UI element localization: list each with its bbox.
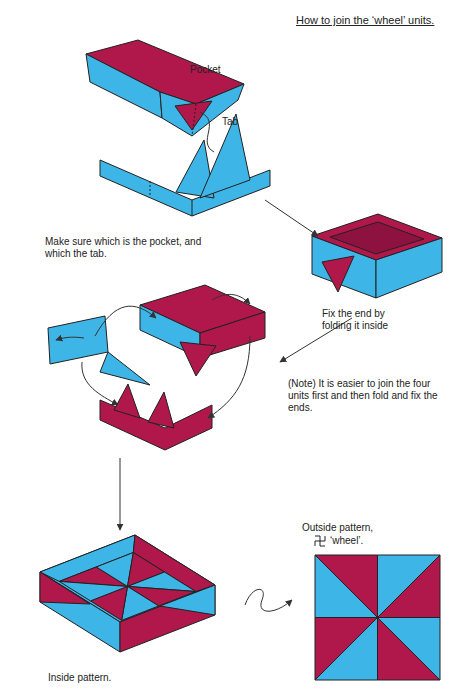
pattern-caption: Inside pattern. bbox=[48, 672, 168, 684]
box-wall-band bbox=[160, 585, 215, 615]
join-line bbox=[212, 294, 250, 304]
unit-point bbox=[148, 392, 174, 428]
box-wall bbox=[120, 585, 215, 652]
part-label: Pocket bbox=[190, 64, 250, 76]
instruction-note: (Note) It is easier to join the four uni… bbox=[288, 378, 446, 414]
turn-over-arrow bbox=[245, 589, 292, 611]
joined-wall bbox=[312, 236, 376, 298]
step-arrow bbox=[120, 458, 121, 530]
pattern-piece bbox=[315, 618, 378, 681]
fold-line bbox=[192, 200, 193, 216]
pattern-caption: Outside pattern, bbox=[302, 522, 422, 534]
joined-wall bbox=[376, 238, 442, 298]
pattern-piece bbox=[378, 618, 441, 681]
pattern-piece bbox=[315, 555, 378, 618]
instruction-note: Fix the end by folding it inside bbox=[322, 308, 412, 332]
box-wall-band bbox=[40, 572, 90, 604]
pattern-piece bbox=[315, 555, 378, 618]
join-line bbox=[82, 362, 118, 405]
unit-flap bbox=[180, 342, 216, 376]
join-line bbox=[208, 336, 250, 418]
wheel-symbol bbox=[315, 536, 325, 546]
pocket-wall bbox=[86, 54, 162, 118]
part-label: Tab bbox=[222, 116, 262, 128]
unit-point bbox=[114, 384, 140, 418]
leader-line bbox=[200, 112, 214, 152]
box-wall bbox=[40, 572, 120, 652]
outside-pattern bbox=[315, 555, 440, 680]
fold-line bbox=[192, 104, 196, 136]
pattern-caption: ‘wheel’. bbox=[330, 535, 410, 547]
pattern-piece bbox=[378, 555, 441, 618]
pattern-piece bbox=[378, 618, 441, 681]
join-line bbox=[95, 306, 156, 336]
pattern-piece bbox=[378, 555, 441, 618]
unit-strip bbox=[48, 316, 108, 364]
pattern-piece bbox=[315, 618, 378, 681]
fold-line bbox=[150, 181, 151, 197]
instruction-note: Make sure which is the pocket, and which… bbox=[45, 236, 203, 260]
unit-point bbox=[100, 352, 150, 385]
joined-flap bbox=[322, 256, 354, 292]
direction-arrow bbox=[56, 337, 84, 340]
title: How to join the ‘wheel’ units. bbox=[296, 14, 472, 27]
step-arrow bbox=[265, 200, 318, 236]
